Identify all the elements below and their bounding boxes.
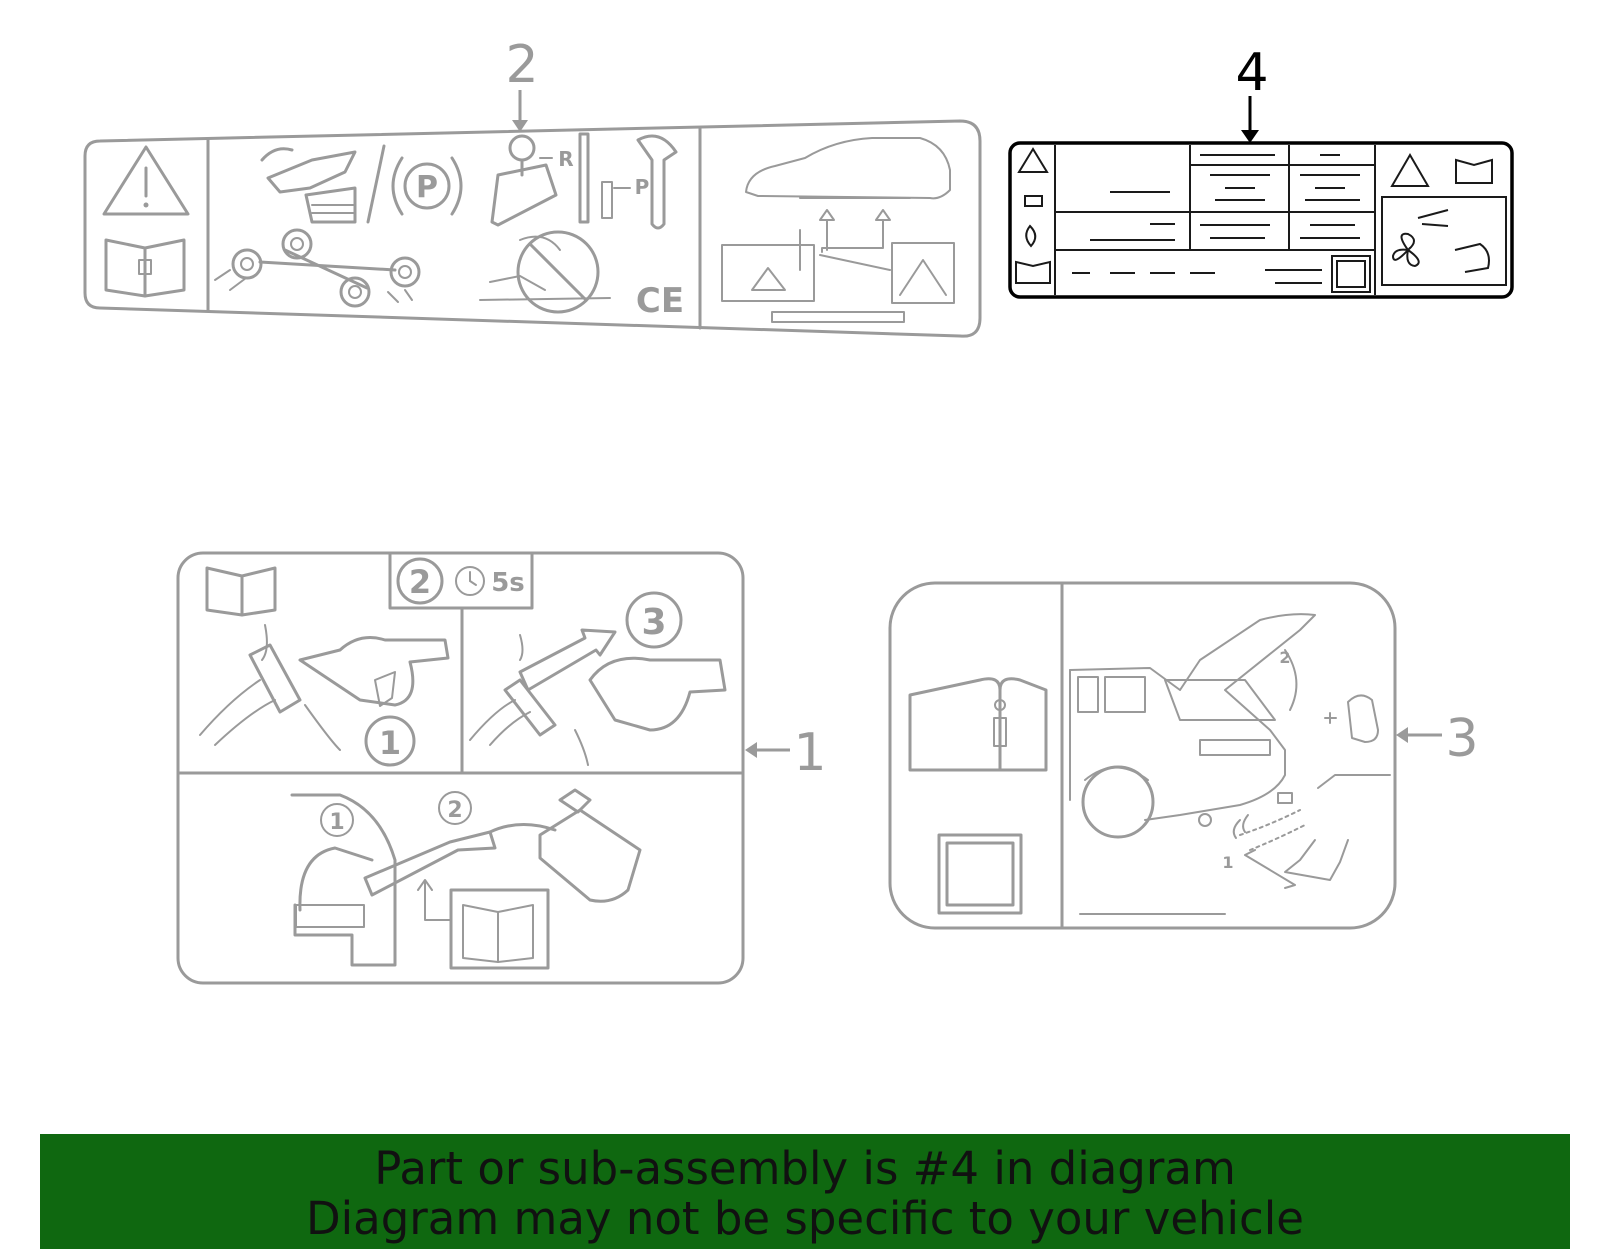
svg-text:2: 2 [1279,648,1290,667]
svg-text:1: 1 [329,810,344,835]
fuel-can-fill-icon: 1 2 [290,788,642,970]
no-jack-icon [479,230,611,314]
svg-text:2: 2 [409,563,431,601]
hand-lever-icon [260,147,357,224]
callout-4[interactable]: 4 [1235,43,1269,143]
svg-text:1: 1 [379,724,401,762]
ce-mark-icon: CE [636,281,684,321]
park-letter: P [416,170,438,205]
label-3[interactable]: 2 1 [888,581,1397,930]
callout-1[interactable]: 1 [745,723,827,783]
footer-line-2: Diagram may not be specific to your vehi… [306,1192,1304,1245]
callout-2[interactable]: 2 [505,35,539,132]
suv-handsfree-tailgate-icon: 2 1 [1069,613,1391,915]
footer-banner: Part or sub-assembly is #4 in diagram Di… [40,1134,1570,1249]
label-2[interactable]: P R P [83,119,982,338]
manual-book-icon [104,238,186,298]
label-4-warning-icon [1017,147,1430,187]
callout-3-number: 3 [1445,709,1478,769]
callout-1-number: 1 [793,723,826,783]
label-3-info-manual-icon [908,677,1048,772]
fuel-nozzle-insert-icon: 1 [199,624,450,767]
footer-line-1: Part or sub-assembly is #4 in diagram [374,1142,1236,1195]
park-brake-icon: P [391,156,463,216]
callout-2-number: 2 [505,35,538,95]
fuel-nozzle-remove-icon: 3 [469,591,727,766]
callout-3[interactable]: 3 [1396,709,1479,769]
gear-shift-reverse-icon: R [490,134,574,227]
warning-triangle-icon [102,145,190,216]
label-1-manual-icon [205,566,277,617]
label-3-square-icon [937,833,1023,915]
label-1[interactable]: 2 5s 1 3 [176,551,745,985]
svg-text:CE: CE [636,281,684,321]
clock-icon [455,566,485,596]
label-4-highlighted[interactable] [1008,141,1514,299]
svg-text:R: R [558,147,573,171]
label-4-fan-icon [1391,209,1490,273]
svg-text:2: 2 [447,798,462,823]
svg-text:P: P [635,175,650,199]
label-4-manual-icon [1015,158,1493,284]
svg-text:3: 3 [641,602,666,643]
car-lift-points-icon [721,137,955,323]
shifter-park-icon: P [601,134,678,230]
label-4-text-lines [1072,154,1360,284]
callout-4-number: 4 [1235,43,1268,103]
tow-wheels-icon [214,228,421,308]
svg-text:5s: 5s [491,568,525,598]
step-2-timer: 2 5s [396,557,525,605]
svg-text:1: 1 [1222,853,1233,872]
